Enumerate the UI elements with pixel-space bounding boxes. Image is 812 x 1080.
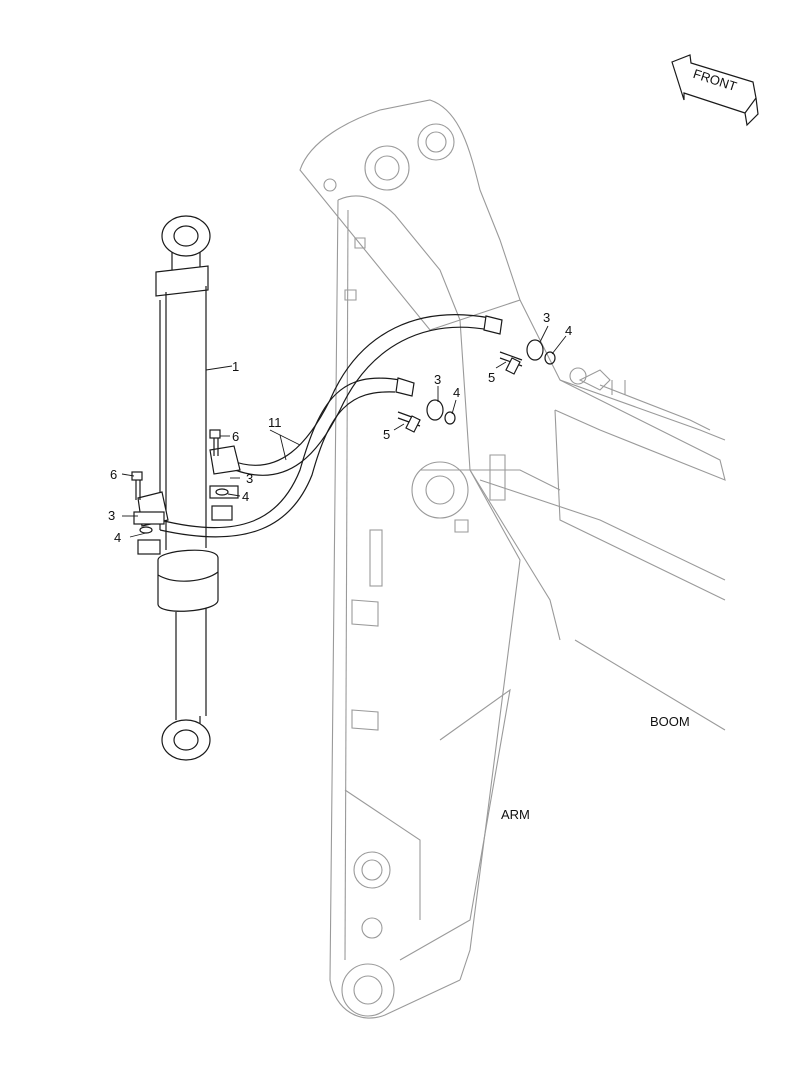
leader-lines xyxy=(121,325,567,538)
hydraulic-hoses xyxy=(159,314,503,538)
part-4-label-left: 4 xyxy=(114,530,122,545)
part-4-label-cylinder-right: 4 xyxy=(242,489,250,504)
front-arrow xyxy=(671,54,759,127)
part-5-label-mid: 5 xyxy=(383,427,391,442)
hydraulic-cylinder xyxy=(155,215,219,761)
part-6-label-left: 6 xyxy=(110,467,118,482)
part-11-label: 11 xyxy=(268,415,282,430)
part-4-label-mid: 4 xyxy=(453,385,461,400)
boom-fittings xyxy=(397,339,556,433)
cylinder-fittings xyxy=(131,429,241,555)
part-6-label-right: 6 xyxy=(232,429,240,444)
part-3-label-left: 3 xyxy=(108,508,116,523)
part-1-label: 1 xyxy=(232,359,240,374)
part-3-label-mid: 3 xyxy=(434,372,442,387)
arm-label: ARM xyxy=(501,807,530,822)
arm-structure xyxy=(329,195,561,1019)
part-3-label-cylinder-right: 3 xyxy=(246,471,254,486)
boom-structure xyxy=(299,99,726,731)
part-3-label-upper: 3 xyxy=(543,310,551,325)
part-5-label-upper: 5 xyxy=(488,370,496,385)
boom-label: BOOM xyxy=(650,714,690,729)
part-4-label-upper: 4 xyxy=(565,323,573,338)
